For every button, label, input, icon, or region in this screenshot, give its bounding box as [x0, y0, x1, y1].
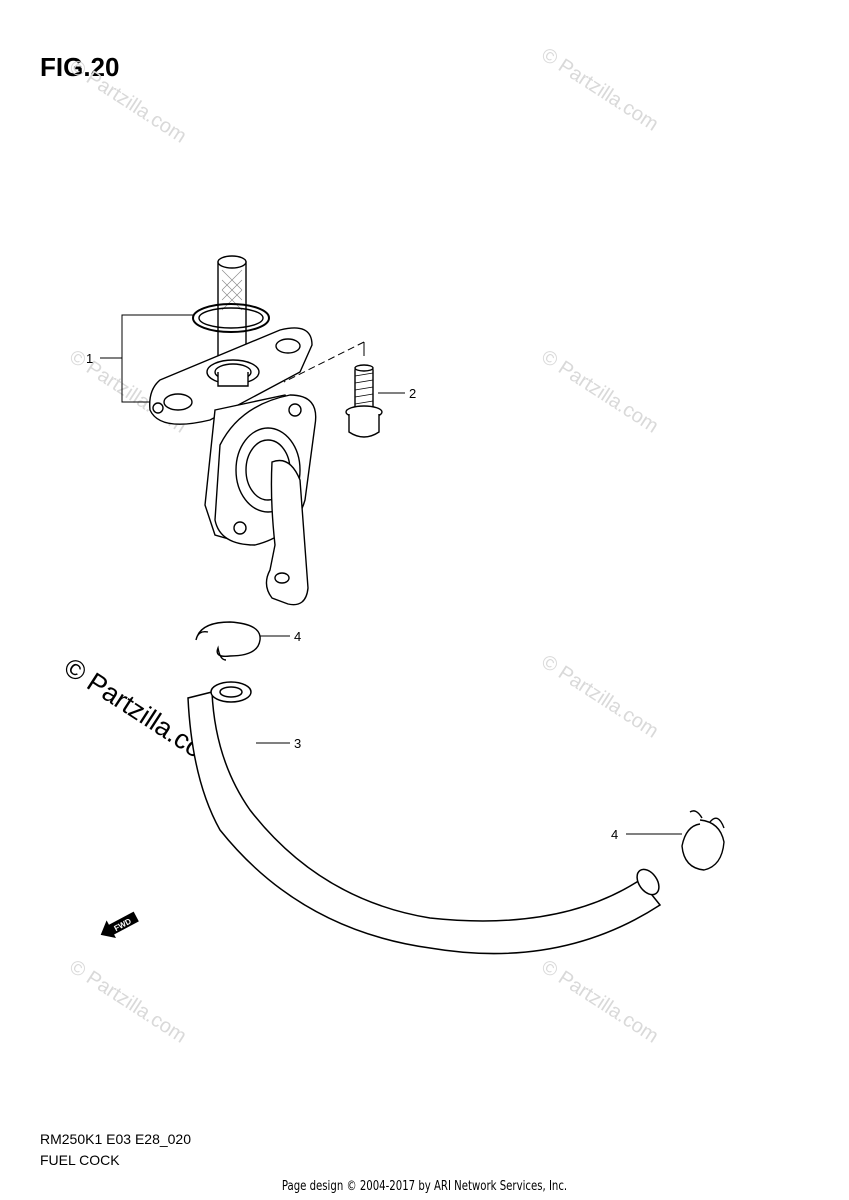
hose-clamp-upper	[195, 621, 261, 661]
figure-title: FIG.20	[40, 52, 120, 82]
watermark-5: © Partzilla.com	[537, 651, 662, 743]
callout-1-leader	[100, 314, 193, 403]
watermark-6: © Partzilla.com	[65, 956, 190, 1048]
o-ring	[192, 303, 270, 333]
watermark-4: © Partzilla.com	[537, 346, 662, 438]
fuel-cock-assembly	[149, 255, 317, 606]
bolt	[345, 364, 383, 438]
fuel-hose	[187, 681, 662, 955]
callout-label-2: 2	[409, 386, 416, 401]
watermark-1: © Partzilla.com	[65, 56, 190, 148]
callout-label-4b: 4	[611, 827, 618, 842]
hose-clamp-lower	[681, 810, 725, 871]
watermark-2: © Partzilla.com	[537, 44, 662, 136]
section-name: FUEL COCK	[40, 1152, 120, 1168]
callout-label-3: 3	[294, 736, 301, 751]
lever-handle	[265, 459, 309, 606]
fwd-arrow-icon: FWD	[100, 911, 139, 939]
watermarks: © Partzilla.com © Partzilla.com © Partzi…	[65, 44, 662, 1048]
callout-2-leader	[283, 341, 405, 394]
callout-label-4a: 4	[294, 629, 301, 644]
footer-copyright: Page design © 2004-2017 by ARI Network S…	[281, 1179, 568, 1194]
watermark-7: © Partzilla.com	[537, 956, 662, 1048]
model-code: RM250K1 E03 E28_020	[40, 1131, 191, 1147]
callout-label-1: 1	[86, 351, 93, 366]
